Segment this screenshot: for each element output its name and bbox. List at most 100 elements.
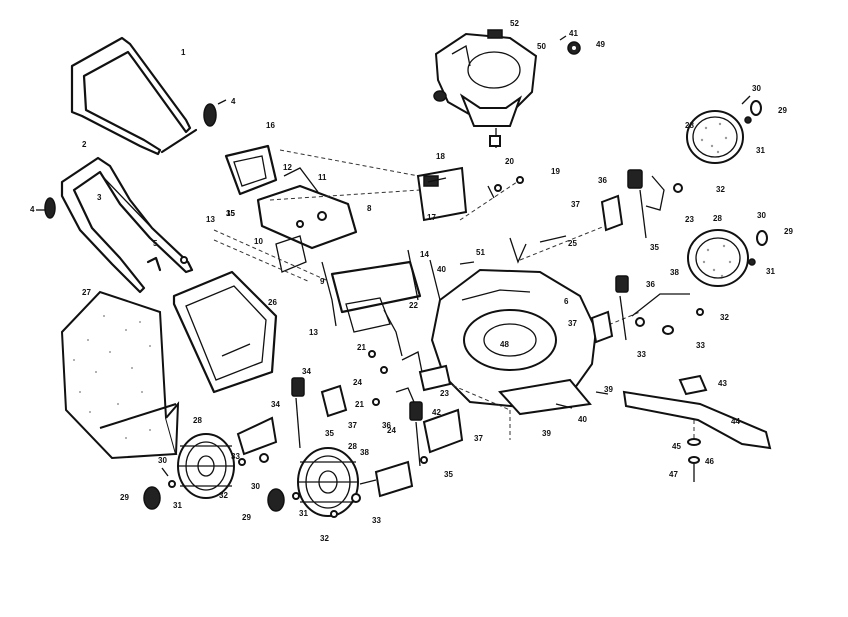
callout-8: 8 [367, 204, 372, 213]
callout-29a: 29 [120, 493, 129, 502]
rear-flap [416, 166, 468, 222]
callout-31b: 31 [299, 509, 308, 518]
rear-wheel-right [686, 95, 762, 164]
callout-18: 18 [436, 152, 445, 161]
callout-15: 15 [226, 209, 235, 218]
callout-9: 9 [320, 277, 325, 286]
callout-45: 45 [672, 442, 681, 451]
callout-24b: 24 [387, 426, 396, 435]
callout-49: 49 [596, 40, 605, 49]
callout-2: 2 [82, 140, 87, 149]
callout-16: 16 [266, 121, 275, 130]
rear-wheel-left [177, 433, 235, 499]
callout-28a: 28 [193, 416, 202, 425]
callout-22: 22 [409, 301, 418, 310]
callout-3: 3 [97, 193, 102, 202]
callout-33c: 33 [637, 350, 646, 359]
callout-36c: 36 [382, 421, 391, 430]
callout-23a: 23 [440, 389, 449, 398]
callout-30a: 30 [158, 456, 167, 465]
control-plate [256, 167, 358, 273]
handle-knob-left [36, 197, 56, 219]
callout-39b: 39 [542, 429, 551, 438]
callout-19: 19 [551, 167, 560, 176]
callout-38b: 38 [360, 448, 369, 457]
callout-31a: 31 [173, 501, 182, 510]
callout-30d: 30 [757, 211, 766, 220]
callout-32d: 32 [720, 313, 729, 322]
callout-48: 48 [500, 340, 509, 349]
grass-bag [60, 290, 180, 460]
callout-37a: 37 [571, 200, 580, 209]
engine-knob [559, 35, 581, 55]
callout-36a: 36 [598, 176, 607, 185]
rear-deck-frame [213, 149, 441, 333]
callout-42: 42 [432, 408, 441, 417]
callout-28d: 28 [713, 214, 722, 223]
callout-37b: 37 [568, 319, 577, 328]
callout-14: 14 [420, 250, 429, 259]
height-adjuster-left [236, 377, 348, 466]
callout-37c: 37 [348, 421, 357, 430]
callout-4a: 4 [30, 205, 35, 214]
callout-39a: 39 [604, 385, 613, 394]
callout-44: 44 [731, 417, 740, 426]
front-wheel-left [297, 447, 359, 517]
callout-46: 46 [705, 457, 714, 466]
callouts: 1 2 3 4 4 5 6 8 9 10 11 12 13 13 14 15 1… [30, 19, 793, 543]
callout-50: 50 [537, 42, 546, 51]
callout-24a: 24 [353, 378, 362, 387]
callout-26: 26 [268, 298, 277, 307]
callout-27: 27 [82, 288, 91, 297]
upper-handle [70, 36, 198, 156]
callout-1: 1 [181, 48, 186, 57]
callout-29c: 29 [778, 106, 787, 115]
callout-33d: 33 [696, 341, 705, 350]
hubcap-center [267, 488, 300, 512]
height-adjuster-right-lower [590, 275, 704, 344]
callout-32a: 32 [219, 491, 228, 500]
callout-28b: 28 [348, 442, 357, 451]
callout-29b: 29 [242, 513, 251, 522]
blade [622, 374, 772, 482]
engine [433, 29, 538, 148]
callout-5: 5 [153, 239, 158, 248]
callout-40b: 40 [578, 415, 587, 424]
handle-knob-right [203, 99, 227, 127]
callout-35a: 35 [226, 209, 235, 218]
callout-17: 17 [427, 213, 436, 222]
callout-36b: 36 [646, 280, 655, 289]
mower-deck [430, 179, 641, 440]
callout-28c: 28 [685, 121, 694, 130]
callout-33b: 33 [372, 516, 381, 525]
height-adjuster-right-upper [600, 169, 683, 239]
callout-34b: 34 [271, 400, 280, 409]
callout-21b: 21 [355, 400, 364, 409]
lower-handle [60, 156, 194, 294]
callout-13a: 13 [206, 215, 215, 224]
callout-52: 52 [510, 19, 519, 28]
callout-34a: 34 [302, 367, 311, 376]
callout-32b: 32 [320, 534, 329, 543]
handle-bolt [146, 256, 188, 272]
pivot-parts [368, 176, 609, 409]
callout-23b: 23 [685, 215, 694, 224]
callout-35c: 35 [325, 429, 334, 438]
callout-40a: 40 [437, 265, 446, 274]
callout-20: 20 [505, 157, 514, 166]
callout-35d: 35 [444, 470, 453, 479]
callout-35b: 35 [650, 243, 659, 252]
callout-21a: 21 [357, 343, 366, 352]
height-adjuster-center [409, 401, 464, 467]
callout-33a: 33 [231, 452, 240, 461]
axle-shaft [330, 460, 414, 518]
callout-38a: 38 [670, 268, 679, 277]
callout-29d: 29 [784, 227, 793, 236]
handle-bracket [224, 144, 278, 196]
callout-11: 11 [318, 173, 327, 182]
callout-32c: 32 [716, 185, 725, 194]
callout-25: 25 [568, 239, 577, 248]
callout-37d: 37 [474, 434, 483, 443]
callout-30b: 30 [251, 482, 260, 491]
